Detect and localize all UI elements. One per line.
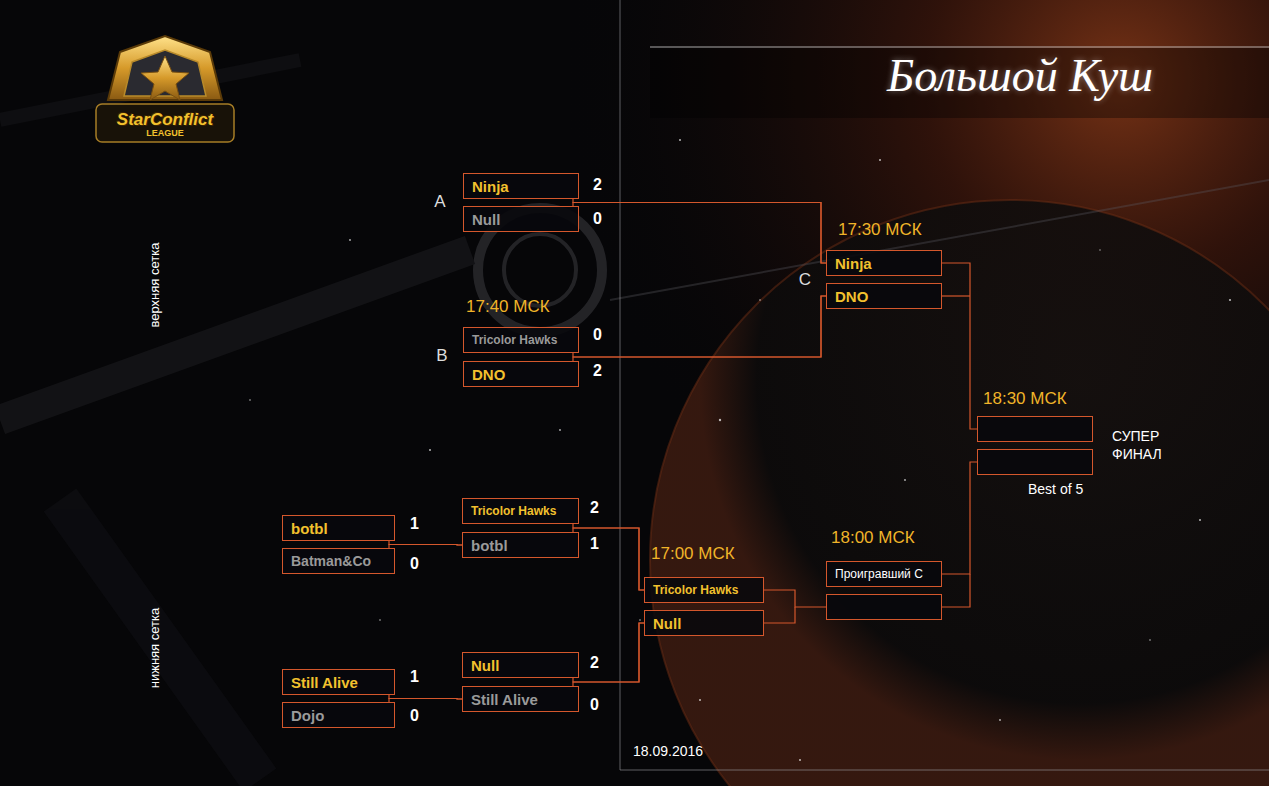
team-slot: Batman&Co xyxy=(282,548,395,574)
match-time: 17:40 МСК xyxy=(466,298,550,316)
team-slot: Ninja xyxy=(463,173,579,199)
team-slot: Dojo xyxy=(282,702,395,728)
team-slot: botbl xyxy=(282,515,395,541)
team-name: botbl xyxy=(291,521,328,536)
bracket-connector xyxy=(573,296,826,357)
team-name: Tricolor Hawks xyxy=(472,334,557,346)
team-slot: Null xyxy=(462,652,579,678)
team-slot: Ninja xyxy=(826,250,942,276)
league-logo xyxy=(96,36,234,142)
score: 0 xyxy=(593,211,602,228)
match-time: 18:00 МСК xyxy=(831,529,915,547)
score: 0 xyxy=(593,327,602,344)
match-letter: B xyxy=(436,347,447,365)
team-name: Still Alive xyxy=(471,692,538,707)
bracket-connector xyxy=(573,623,644,682)
match-time: 17:30 МСК xyxy=(838,221,922,239)
score: 1 xyxy=(410,516,419,533)
team-name: Tricolor Hawks xyxy=(471,505,556,517)
team-name: Ninja xyxy=(835,256,872,271)
empty-final-slot xyxy=(978,450,1093,475)
score: 2 xyxy=(593,177,602,194)
team-name: Null xyxy=(653,616,681,631)
team-name: Проигравший С xyxy=(835,568,923,580)
score: 0 xyxy=(410,556,419,573)
team-name: Batman&Co xyxy=(291,554,371,568)
bracket-title: Большой Куш xyxy=(887,52,1153,100)
team-slot: Tricolor Hawks xyxy=(644,577,764,603)
score: 1 xyxy=(590,536,599,553)
team-slot: Still Alive xyxy=(282,669,395,695)
team-name: botbl xyxy=(471,538,508,553)
team-slot: DNO xyxy=(826,283,942,309)
team-name: Null xyxy=(472,212,500,227)
team-name: DNO xyxy=(835,289,868,304)
match-time: 17:00 МСК xyxy=(651,545,735,563)
bracket-connector xyxy=(573,524,644,590)
team-slot: Tricolor Hawks xyxy=(463,327,579,353)
team-name: Still Alive xyxy=(291,675,358,690)
empty-slot xyxy=(827,595,942,620)
date-label: 18.09.2016 xyxy=(633,744,703,759)
team-slot: botbl xyxy=(462,532,579,558)
format-note: Best of 5 xyxy=(1028,482,1083,497)
score: 0 xyxy=(590,697,599,714)
team-slot: Tricolor Hawks xyxy=(462,498,579,524)
team-slot: Проигравший С xyxy=(826,561,942,587)
final-note: СУПЕР ФИНАЛ xyxy=(1112,427,1176,463)
team-name: Null xyxy=(471,658,499,673)
logo-subtext: LEAGUE xyxy=(146,129,184,138)
bracket-connector xyxy=(573,203,826,264)
match-time: 18:30 МСК xyxy=(983,390,1067,408)
score: 1 xyxy=(410,669,419,686)
bracket-connector xyxy=(573,528,644,590)
bracket-connector xyxy=(573,199,826,263)
empty-final-slot xyxy=(978,417,1093,442)
score: 2 xyxy=(593,363,602,380)
team-slot: Still Alive xyxy=(462,686,579,712)
score: 2 xyxy=(590,655,599,672)
team-name: Ninja xyxy=(472,179,509,194)
bracket-connector xyxy=(389,699,462,703)
score: 2 xyxy=(590,500,599,517)
section-label: верхняя сетка xyxy=(148,243,162,328)
match-letter: A xyxy=(434,193,445,211)
score: 0 xyxy=(410,708,419,725)
team-name: Tricolor Hawks xyxy=(653,584,738,596)
team-slot: Null xyxy=(463,206,579,232)
team-slot: Null xyxy=(644,610,764,636)
bracket-connector xyxy=(573,296,826,361)
team-slot: DNO xyxy=(463,361,579,387)
bracket-connector xyxy=(389,545,462,549)
bracket-connector xyxy=(573,623,644,686)
team-name: Dojo xyxy=(291,708,324,723)
section-label: нижняя сетка xyxy=(148,608,162,688)
match-letter: C xyxy=(799,271,811,289)
team-name: DNO xyxy=(472,367,505,382)
logo-text: StarConflict xyxy=(117,111,213,129)
